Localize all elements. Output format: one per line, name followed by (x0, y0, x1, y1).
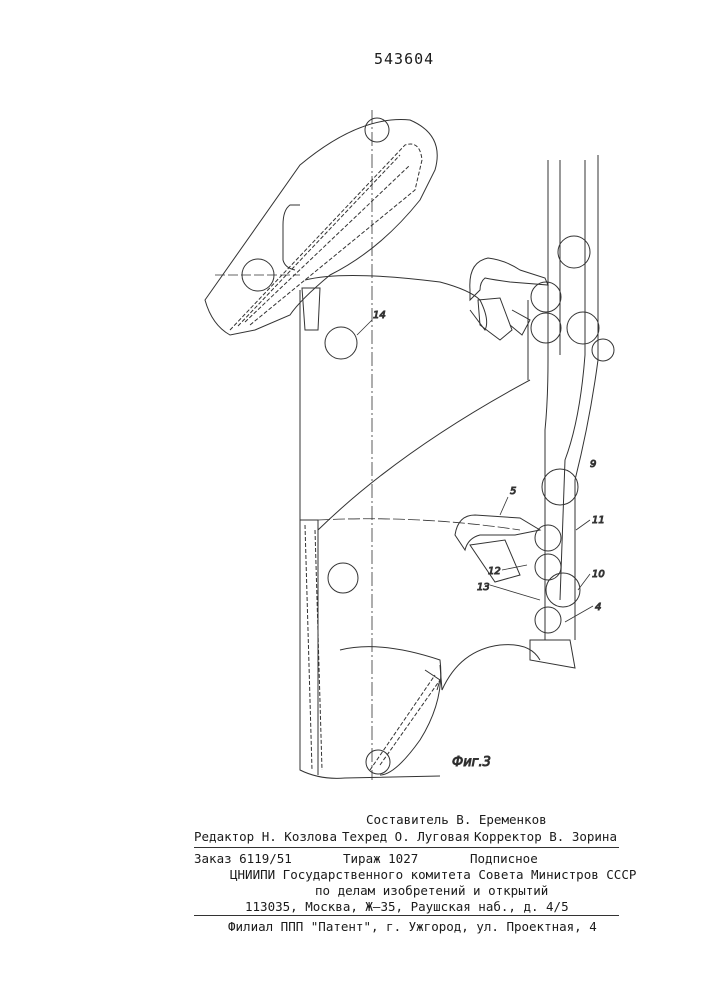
label-10: 10 (592, 569, 605, 580)
upper-body-outline (205, 120, 437, 335)
arc-diagonal (318, 380, 530, 530)
roller-9 (542, 469, 578, 505)
main-column-outline (300, 290, 440, 778)
roller-right-d (592, 339, 614, 361)
lever-upper-link (510, 310, 530, 335)
roller-right-g (535, 607, 561, 633)
label-14: 14 (373, 310, 386, 321)
hook-5 (455, 515, 540, 550)
small-bracket (425, 670, 440, 690)
leader-4 (565, 606, 593, 622)
technical-drawing: 14 9 5 11 10 12 13 4 Фиг.3 (0, 0, 707, 800)
divider-top (194, 847, 619, 848)
circulation: Тираж 1027 (343, 851, 418, 866)
leader-5 (500, 497, 508, 515)
label-13: 13 (477, 582, 490, 593)
lower-body-right (440, 645, 540, 690)
branch: Филиал ППП "Патент", г. Ужгород, ул. Про… (228, 919, 597, 934)
label-12: 12 (488, 566, 501, 577)
arc-upper (305, 275, 487, 330)
leader-11 (576, 520, 590, 530)
label-5: 5 (510, 486, 516, 497)
bracket-bottom (530, 640, 575, 668)
label-9: 9 (590, 459, 596, 470)
upper-inner-slot (283, 205, 300, 270)
right-rail-inner (560, 160, 585, 600)
order-number: Заказ 6119/51 (194, 851, 292, 866)
lever-upper (478, 298, 512, 340)
arc-mid (318, 519, 520, 530)
hook-upper (470, 258, 548, 300)
roller-14 (325, 327, 357, 359)
lower-body-arc (340, 647, 441, 775)
compiler-line: Составитель В. Еременков (366, 812, 547, 827)
subscription: Подписное (470, 851, 538, 866)
roller-mid (328, 563, 358, 593)
roller-right-f (535, 554, 561, 580)
upper-dashed-channel (230, 144, 422, 330)
leader-12 (502, 565, 527, 570)
label-4: 4 (595, 602, 601, 613)
corrector: Корректор В. Зорина (474, 829, 617, 844)
leader-13 (490, 585, 540, 600)
leader-10 (578, 574, 590, 590)
roller-top (365, 118, 389, 142)
roller-right-b (531, 313, 561, 343)
right-rail-outer (545, 155, 598, 640)
label-11: 11 (592, 515, 605, 526)
upper-dashed-channel-2 (238, 155, 410, 326)
leader-14 (357, 320, 372, 335)
figure-caption: Фиг.3 (452, 755, 491, 770)
institute-line-2: по делам изобретений и открытий (315, 883, 548, 898)
editor: Редактор Н. Козлова (194, 829, 337, 844)
column-upper-guide (302, 288, 320, 330)
roller-right-a (531, 282, 561, 312)
roller-right-c (567, 312, 599, 344)
address: 113035, Москва, Ж–35, Раушская наб., д. … (245, 899, 569, 914)
institute-line-1: ЦНИИПИ Государственного комитета Совета … (230, 867, 636, 882)
divider-bottom (194, 915, 619, 916)
roller-bottom (366, 750, 390, 774)
column-dashed-lower (305, 525, 322, 770)
techred: Техред О. Луговая (342, 829, 470, 844)
